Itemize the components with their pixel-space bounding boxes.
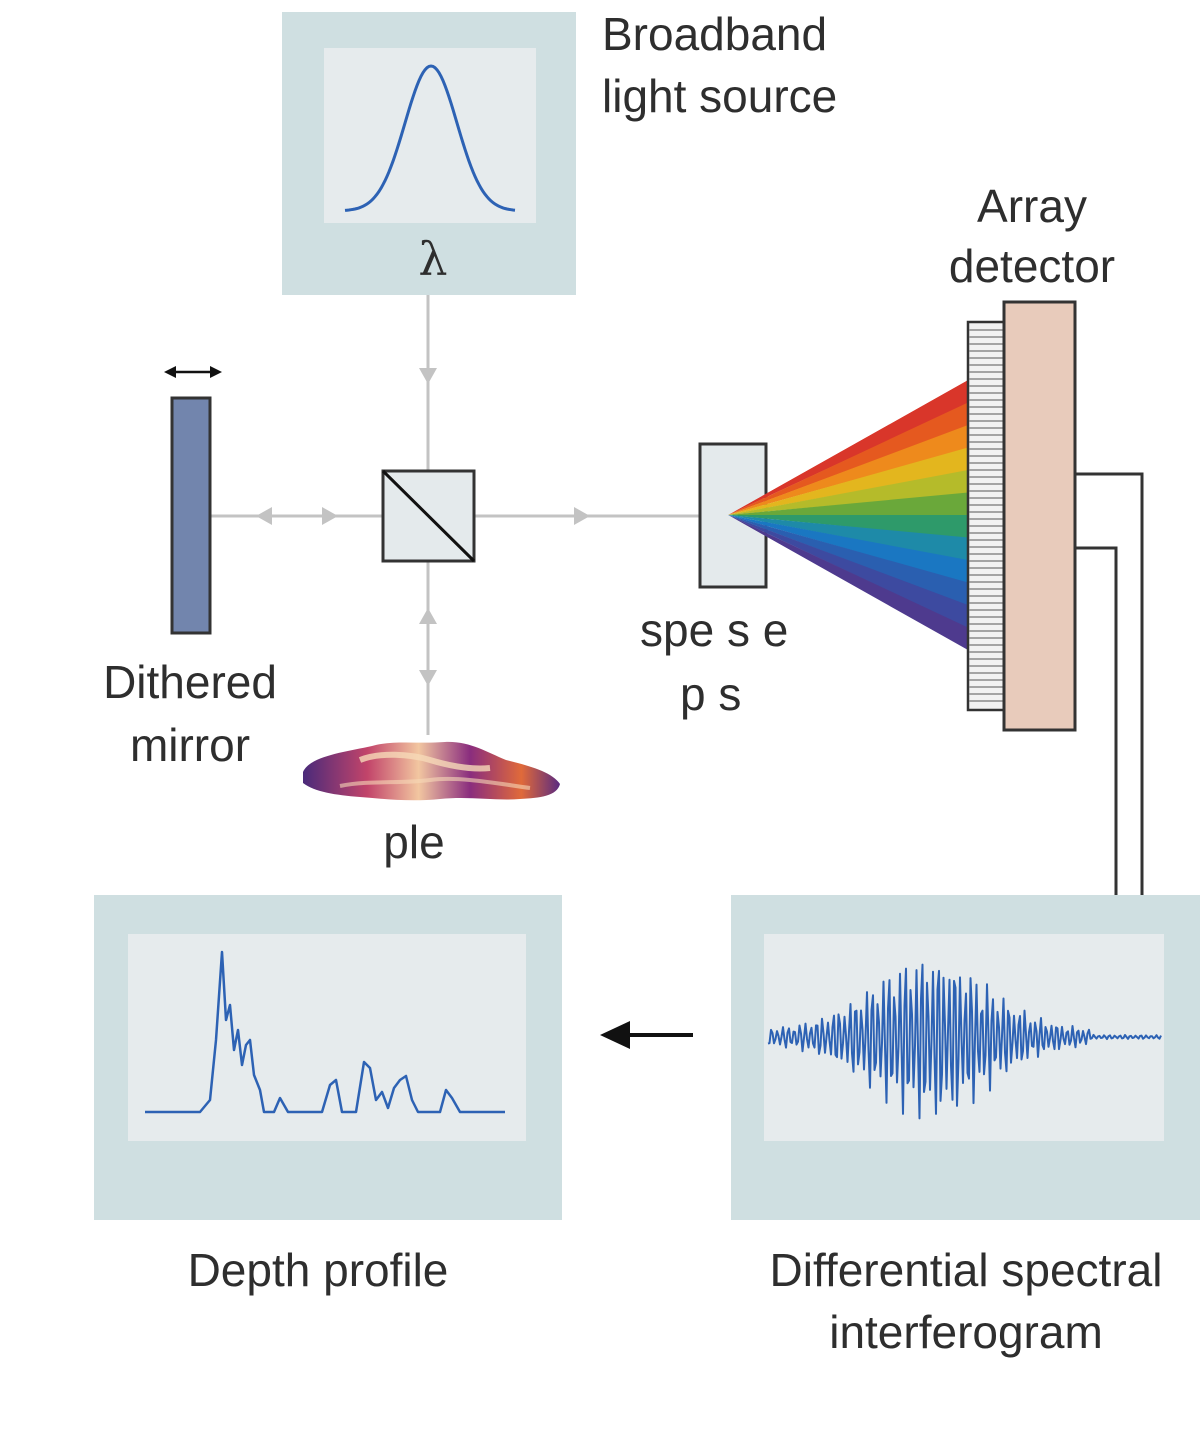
- detector-label-line2: detector: [949, 240, 1115, 292]
- beam-arrow-right-icon: [322, 507, 338, 525]
- beam-direction-markers: [256, 368, 590, 686]
- sample-highlight: [339, 776, 531, 790]
- interferogram-label-line1: Differential spectral: [770, 1244, 1163, 1296]
- double-arrow-icon: [164, 366, 222, 378]
- spectrum-band: [728, 425, 968, 515]
- spectrometer-label-line2: p s: [680, 668, 741, 720]
- interferogram-label-line2: interferogram: [829, 1306, 1103, 1358]
- depth-profile-label: Depth profile: [188, 1244, 449, 1296]
- light-source-panel: λ: [282, 12, 576, 295]
- mirror-plate: [170, 396, 212, 635]
- array-detector: [966, 300, 1077, 732]
- cable-outer: [1075, 472, 1144, 895]
- mirror-label-line1: Dithered: [103, 656, 277, 708]
- sample-tissue: [303, 741, 560, 801]
- interferogram-trace: [767, 963, 1162, 1120]
- wavelength-axis-label: λ: [418, 232, 447, 286]
- depth-profile-trace: [145, 950, 505, 1114]
- spectrum-band: [728, 380, 968, 515]
- dithered-mirror: [164, 366, 222, 635]
- beam-arrow-right-icon: [574, 507, 590, 525]
- beam-splitter-diagonal: [381, 469, 476, 563]
- beam-arrow-left-icon: [256, 507, 272, 525]
- spectrum-band: [728, 447, 968, 515]
- spectrum-band: [728, 492, 968, 516]
- detector-body: [1002, 300, 1077, 732]
- detector-label-line1: Array: [977, 180, 1087, 232]
- spectrometer-label-line1: spe s e: [640, 604, 788, 656]
- light-source-panel-screen: [324, 48, 536, 223]
- left-arrow-icon: [600, 1021, 693, 1049]
- light-source-label-line2: light source: [602, 70, 837, 122]
- mirror-label-line2: mirror: [130, 719, 250, 771]
- depth-profile-panel-screen: [128, 934, 526, 1141]
- spectrum-band: [728, 402, 968, 515]
- detector-cable: [1075, 472, 1144, 895]
- depth-profile-panel: [94, 895, 562, 1220]
- sample-highlight: [358, 751, 491, 772]
- beam-arrow-down-icon: [419, 670, 437, 686]
- beam-arrow-up-icon: [419, 608, 437, 624]
- cable-inner: [1075, 546, 1118, 895]
- interferogram-panel: [731, 895, 1200, 1220]
- sample: [303, 741, 560, 801]
- sample-label: ple: [383, 816, 444, 868]
- light-source-label-line1: Broadband: [602, 8, 827, 60]
- beam-arrow-down-icon: [419, 368, 437, 384]
- detector-pixel-lines: [969, 329, 1003, 702]
- source-spectrum-curve: [344, 64, 516, 212]
- beam-splitter: [381, 469, 476, 563]
- spectrum-band: [728, 470, 968, 515]
